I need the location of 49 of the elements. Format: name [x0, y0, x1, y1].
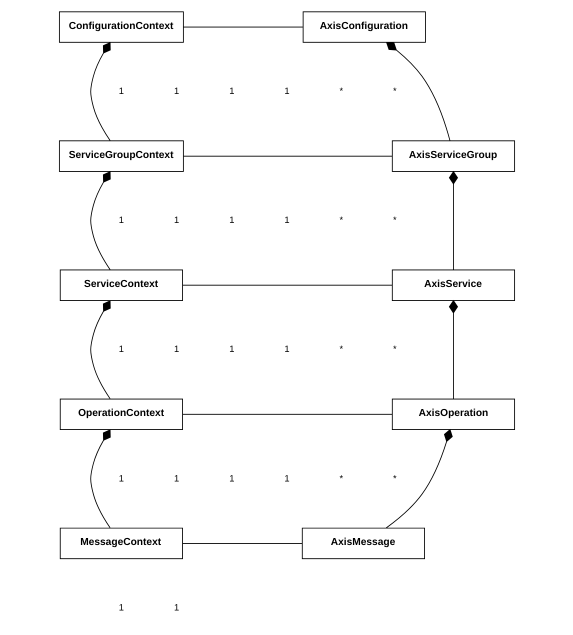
connector	[182, 284, 392, 286]
node-box: MessageContext	[59, 528, 182, 560]
label: 1	[284, 473, 290, 484]
label: 1	[173, 602, 179, 612]
label: 1	[228, 473, 234, 484]
label: *	[392, 473, 396, 484]
node-box: OperationContext	[59, 398, 182, 430]
label: 1	[173, 215, 179, 226]
connector	[448, 300, 458, 400]
node-box: ServiceContext	[59, 270, 182, 301]
label: 1	[228, 86, 234, 96]
connector	[386, 42, 450, 142]
label: 1	[228, 215, 234, 226]
label: 1	[228, 344, 234, 354]
label: 1	[118, 602, 124, 612]
node-box: ConfigurationContext	[58, 11, 184, 43]
connector	[182, 26, 303, 28]
label: 1	[284, 215, 290, 226]
node-box: ServiceGroupContext	[58, 140, 184, 172]
node-box: AxisServiceGroup	[391, 140, 515, 172]
label: *	[392, 344, 396, 354]
node-box: AxisService	[391, 270, 515, 301]
label: 1	[118, 473, 124, 484]
connector	[90, 429, 110, 528]
connector	[182, 542, 302, 544]
label: 1	[118, 344, 124, 354]
label: *	[339, 215, 343, 226]
label: 1	[173, 473, 179, 484]
connector	[90, 42, 110, 141]
label: 1	[284, 86, 290, 96]
label: *	[392, 215, 396, 226]
connector	[90, 171, 110, 270]
label: 1	[118, 86, 124, 96]
connector	[182, 414, 392, 415]
label: *	[339, 344, 343, 354]
label: 1	[173, 344, 179, 354]
node-box: AxisOperation	[391, 398, 515, 430]
label: 1	[173, 86, 179, 96]
node-box: AxisMessage	[301, 528, 424, 560]
label: *	[339, 473, 343, 484]
connector	[90, 300, 110, 400]
connector	[182, 156, 392, 157]
label: 1	[118, 215, 124, 226]
node-box: AxisConfiguration	[302, 11, 426, 43]
connector	[448, 170, 458, 270]
connector	[385, 428, 452, 528]
label: *	[339, 86, 343, 96]
label: *	[392, 86, 396, 96]
label: 1	[284, 344, 290, 354]
